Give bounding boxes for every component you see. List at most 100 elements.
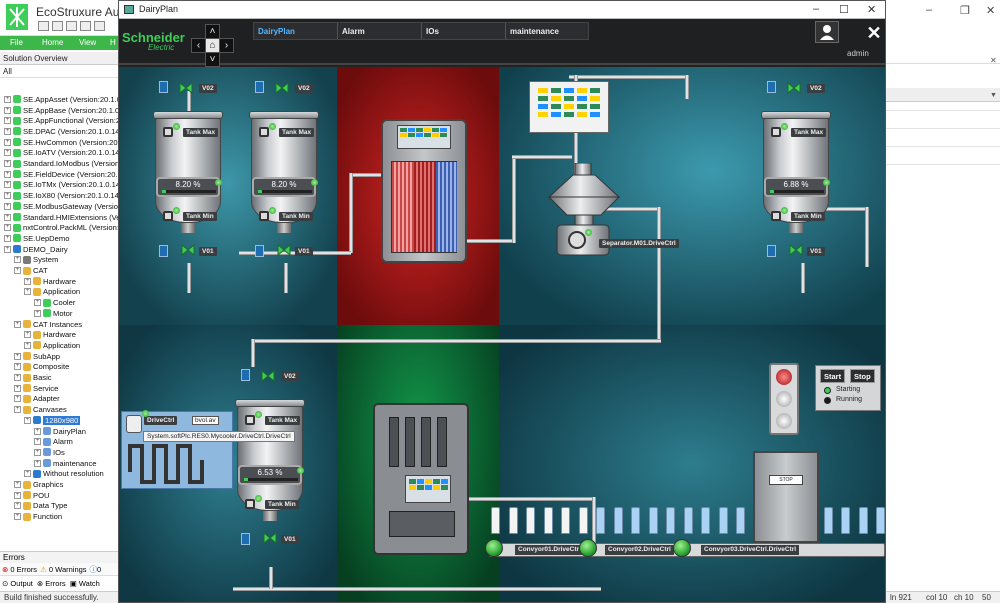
expand-icon[interactable]: +	[4, 181, 11, 189]
undo-icon[interactable]	[80, 21, 91, 31]
tree-item[interactable]: +IOs	[34, 447, 65, 458]
tree-item[interactable]: +CAT Instances	[14, 319, 82, 330]
expand-icon[interactable]: +	[4, 160, 11, 168]
tree-item[interactable]: +SE.DPAC (Version:20.1.0.14)	[4, 126, 118, 137]
nav-right-icon[interactable]: ›	[219, 38, 234, 53]
cooler-unit[interactable]	[381, 119, 467, 263]
minimize-icon[interactable]: –	[926, 4, 933, 16]
tree-item[interactable]: +SE.HwCommon (Version:20	[4, 137, 118, 148]
expand-icon[interactable]: +	[34, 448, 41, 456]
drive-ctrl-panel[interactable]: DriveCtrl bvol.av	[121, 410, 233, 489]
tab-output[interactable]: ⊙ Output	[2, 578, 33, 588]
tab-ios[interactable]: IOs	[422, 23, 506, 39]
ribbon-tab-more[interactable]: H	[110, 38, 116, 47]
stop-button[interactable]: Stop	[850, 369, 875, 383]
tree-item[interactable]: +Application	[24, 287, 80, 298]
tree-item[interactable]: +SE.IoX80 (Version:20.1.0.14)	[4, 190, 118, 201]
expand-icon[interactable]: +	[24, 277, 31, 285]
expand-icon[interactable]: +	[14, 502, 21, 510]
tree-item[interactable]: +Composite	[14, 362, 69, 373]
tree-item[interactable]: +Standard.HMIExtensions (Ve	[4, 212, 118, 223]
expand-icon[interactable]: +	[14, 320, 21, 328]
expand-icon[interactable]: +	[14, 374, 21, 382]
expand-icon[interactable]: +	[4, 106, 11, 114]
start-button[interactable]: Start	[820, 369, 846, 383]
close-icon[interactable]: ✕	[986, 5, 996, 17]
expand-icon[interactable]: +	[14, 267, 21, 275]
packaging-machine[interactable]: STOP	[753, 451, 819, 543]
warnings-filter[interactable]: ⚠ 0 Warnings	[40, 565, 86, 574]
user-button[interactable]	[815, 21, 839, 43]
minimize-icon[interactable]: –	[813, 3, 820, 15]
expand-icon[interactable]: +	[4, 234, 11, 242]
tree-item[interactable]: +Service	[14, 383, 58, 394]
new-icon[interactable]	[66, 21, 77, 31]
filler-machine[interactable]	[373, 403, 469, 555]
expand-icon[interactable]: +	[4, 213, 11, 221]
expand-icon[interactable]: +	[24, 288, 31, 296]
expand-icon[interactable]: +	[24, 341, 31, 349]
tree-item[interactable]: +SE.AppBase (Version:20.1.0.	[4, 105, 118, 116]
restore-icon[interactable]: ❐	[960, 5, 970, 17]
maximize-icon[interactable]: ☐	[839, 4, 849, 16]
tree-item[interactable]: +SE.AppAsset (Version:20.1.0	[4, 94, 118, 105]
expand-icon[interactable]: +	[14, 395, 21, 403]
expand-icon[interactable]: +	[14, 481, 21, 489]
expand-icon[interactable]: +	[34, 459, 41, 467]
expand-icon[interactable]: +	[4, 138, 11, 146]
open-icon[interactable]	[52, 21, 63, 31]
expand-icon[interactable]: +	[14, 384, 21, 392]
tree-item[interactable]: +Hardware	[24, 329, 76, 340]
expand-icon[interactable]: +	[4, 224, 11, 232]
expand-icon[interactable]: +	[4, 117, 11, 125]
separator-centrifuge[interactable]	[545, 163, 623, 259]
tree-item[interactable]: +nxtControl.PackML (Version:	[4, 222, 118, 233]
ribbon-tab-home[interactable]: Home	[42, 38, 64, 47]
expand-icon[interactable]: +	[4, 170, 11, 178]
nav-up-icon[interactable]: ˄	[205, 24, 220, 39]
tree-item[interactable]: +Data Type	[14, 501, 67, 512]
tree-item[interactable]: +Canvases	[14, 404, 67, 415]
tree-item[interactable]: +CAT	[14, 265, 48, 276]
expand-icon[interactable]: +	[34, 438, 41, 446]
tree-item[interactable]: +SE.IoATV (Version:20.1.0.14)	[4, 148, 118, 159]
expand-icon[interactable]: +	[34, 309, 41, 317]
tree-item[interactable]: +SE.UepDemo	[4, 233, 69, 244]
tab-maintenance[interactable]: maintenance	[510, 27, 559, 36]
expand-icon[interactable]: +	[4, 202, 11, 210]
expand-icon[interactable]: +	[4, 149, 11, 157]
errors-filter[interactable]: ⊗ 0 Errors	[2, 565, 37, 574]
close-icon[interactable]: ✕	[990, 56, 997, 65]
tree-item[interactable]: +Adapter	[14, 394, 60, 405]
tree-item[interactable]: +SubApp	[14, 351, 60, 362]
hmi-close-button[interactable]: ✕	[866, 23, 882, 43]
tree-item[interactable]: +Cooler	[34, 297, 75, 308]
redo-icon[interactable]	[94, 21, 105, 31]
expand-icon[interactable]: +	[14, 363, 21, 371]
tab-errors[interactable]: ⊗ Errors	[36, 578, 66, 588]
tree-item[interactable]: +System	[14, 255, 58, 266]
tree-item[interactable]: +Graphics	[14, 479, 63, 490]
expand-icon[interactable]: +	[14, 491, 21, 499]
expand-icon[interactable]: +	[14, 513, 21, 521]
expand-icon[interactable]: +	[24, 470, 31, 478]
motor-icon[interactable]	[579, 539, 597, 557]
expand-icon[interactable]: +	[34, 299, 41, 307]
expand-icon[interactable]: +	[24, 331, 31, 339]
tree-item[interactable]: +SE.IoTMx (Version:20.1.0.14)	[4, 180, 118, 191]
tree-item[interactable]: +SE.AppFunctional (Version:2	[4, 115, 118, 126]
tree-item[interactable]: +Without resolution	[24, 469, 104, 480]
tab-alarm[interactable]: Alarm	[338, 23, 422, 39]
ribbon-tab-file[interactable]: File	[10, 38, 23, 47]
expand-icon[interactable]: +	[14, 256, 21, 264]
motor-icon[interactable]	[673, 539, 691, 557]
expand-icon[interactable]: +	[4, 95, 11, 103]
nav-left-icon[interactable]: ‹	[191, 38, 206, 53]
tab-dairyplan[interactable]: DairyPlan	[254, 23, 338, 39]
nav-down-icon[interactable]: ˅	[205, 52, 220, 67]
expand-icon[interactable]: +	[4, 127, 11, 135]
tree-item[interactable]: +Function	[14, 511, 62, 522]
